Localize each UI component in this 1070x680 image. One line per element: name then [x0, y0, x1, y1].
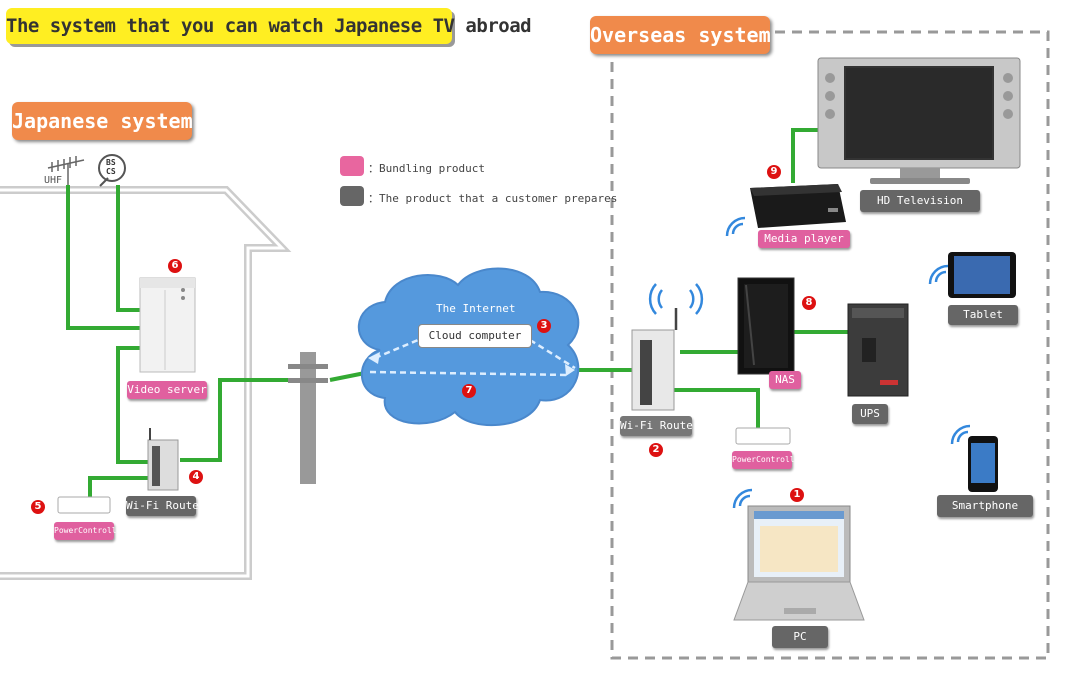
- os-wifi-router-device: [631, 283, 704, 411]
- badge-8: 8: [802, 296, 816, 310]
- jp-wifi-router-device: [147, 428, 179, 491]
- satellite-dish-icon: [98, 154, 126, 187]
- cables-japan: [66, 185, 371, 497]
- japanese-system-title: Japanese system: [12, 102, 193, 140]
- utility-pole: [288, 352, 328, 484]
- os-wifi-router-label: Wi-Fi Router: [620, 416, 699, 436]
- os-power-controller-device: [735, 427, 791, 445]
- legend-customer-label: ：The product that a customer prepares: [368, 192, 618, 205]
- video-server-label: Video server: [127, 381, 207, 399]
- smartphone-device: [950, 424, 998, 492]
- badge-2: 2: [649, 443, 663, 457]
- nas-device: [737, 277, 795, 375]
- uhf-label: UHF: [44, 175, 63, 186]
- media-player-device: [725, 184, 846, 237]
- cloud-computer-box: Cloud computer: [418, 324, 532, 348]
- badge-7: 7: [462, 384, 476, 398]
- tablet-device: [928, 252, 1016, 298]
- house-outline: [0, 186, 292, 580]
- cables-overseas: [570, 128, 848, 428]
- tablet-label: Tablet: [948, 305, 1018, 325]
- badge-5: 5: [31, 500, 45, 514]
- media-player-label: Media player: [758, 230, 850, 248]
- overseas-system-title: Overseas system: [590, 16, 771, 54]
- smartphone-label: Smartphone: [937, 495, 1033, 517]
- legend-bundling-label: ：Bundling product: [368, 162, 485, 175]
- uhf-antenna-icon: [47, 156, 85, 185]
- page-title: The system that you can watch Japanese T…: [6, 8, 532, 44]
- jp-power-controller-label: PowerController: [54, 522, 126, 540]
- jp-power-controller-device: [57, 496, 111, 514]
- video-server-device: [139, 277, 196, 373]
- nas-label: NAS: [769, 371, 801, 389]
- jp-wifi-router-label: Wi-Fi Router: [126, 496, 205, 516]
- os-power-controller-label: PowerController: [732, 451, 804, 469]
- hd-television-device: [817, 57, 1021, 184]
- badge-4: 4: [189, 470, 203, 484]
- badge-6: 6: [168, 259, 182, 273]
- ups-device: [847, 303, 909, 397]
- pc-label: PC: [772, 626, 828, 648]
- internet-label: The Internet: [436, 302, 516, 315]
- badge-1: 1: [790, 488, 804, 502]
- hd-television-label: HD Television: [860, 190, 980, 212]
- badge-3: 3: [537, 319, 551, 333]
- bs-label: BS: [106, 158, 116, 167]
- ups-label: UPS: [852, 404, 888, 424]
- badge-9: 9: [767, 165, 781, 179]
- overseas-boundary: [610, 30, 1050, 660]
- laptop-device: [732, 488, 865, 621]
- legend-swatch-customer: [340, 186, 364, 206]
- cs-label: CS: [106, 167, 116, 176]
- legend-swatch-bundling: [340, 156, 364, 176]
